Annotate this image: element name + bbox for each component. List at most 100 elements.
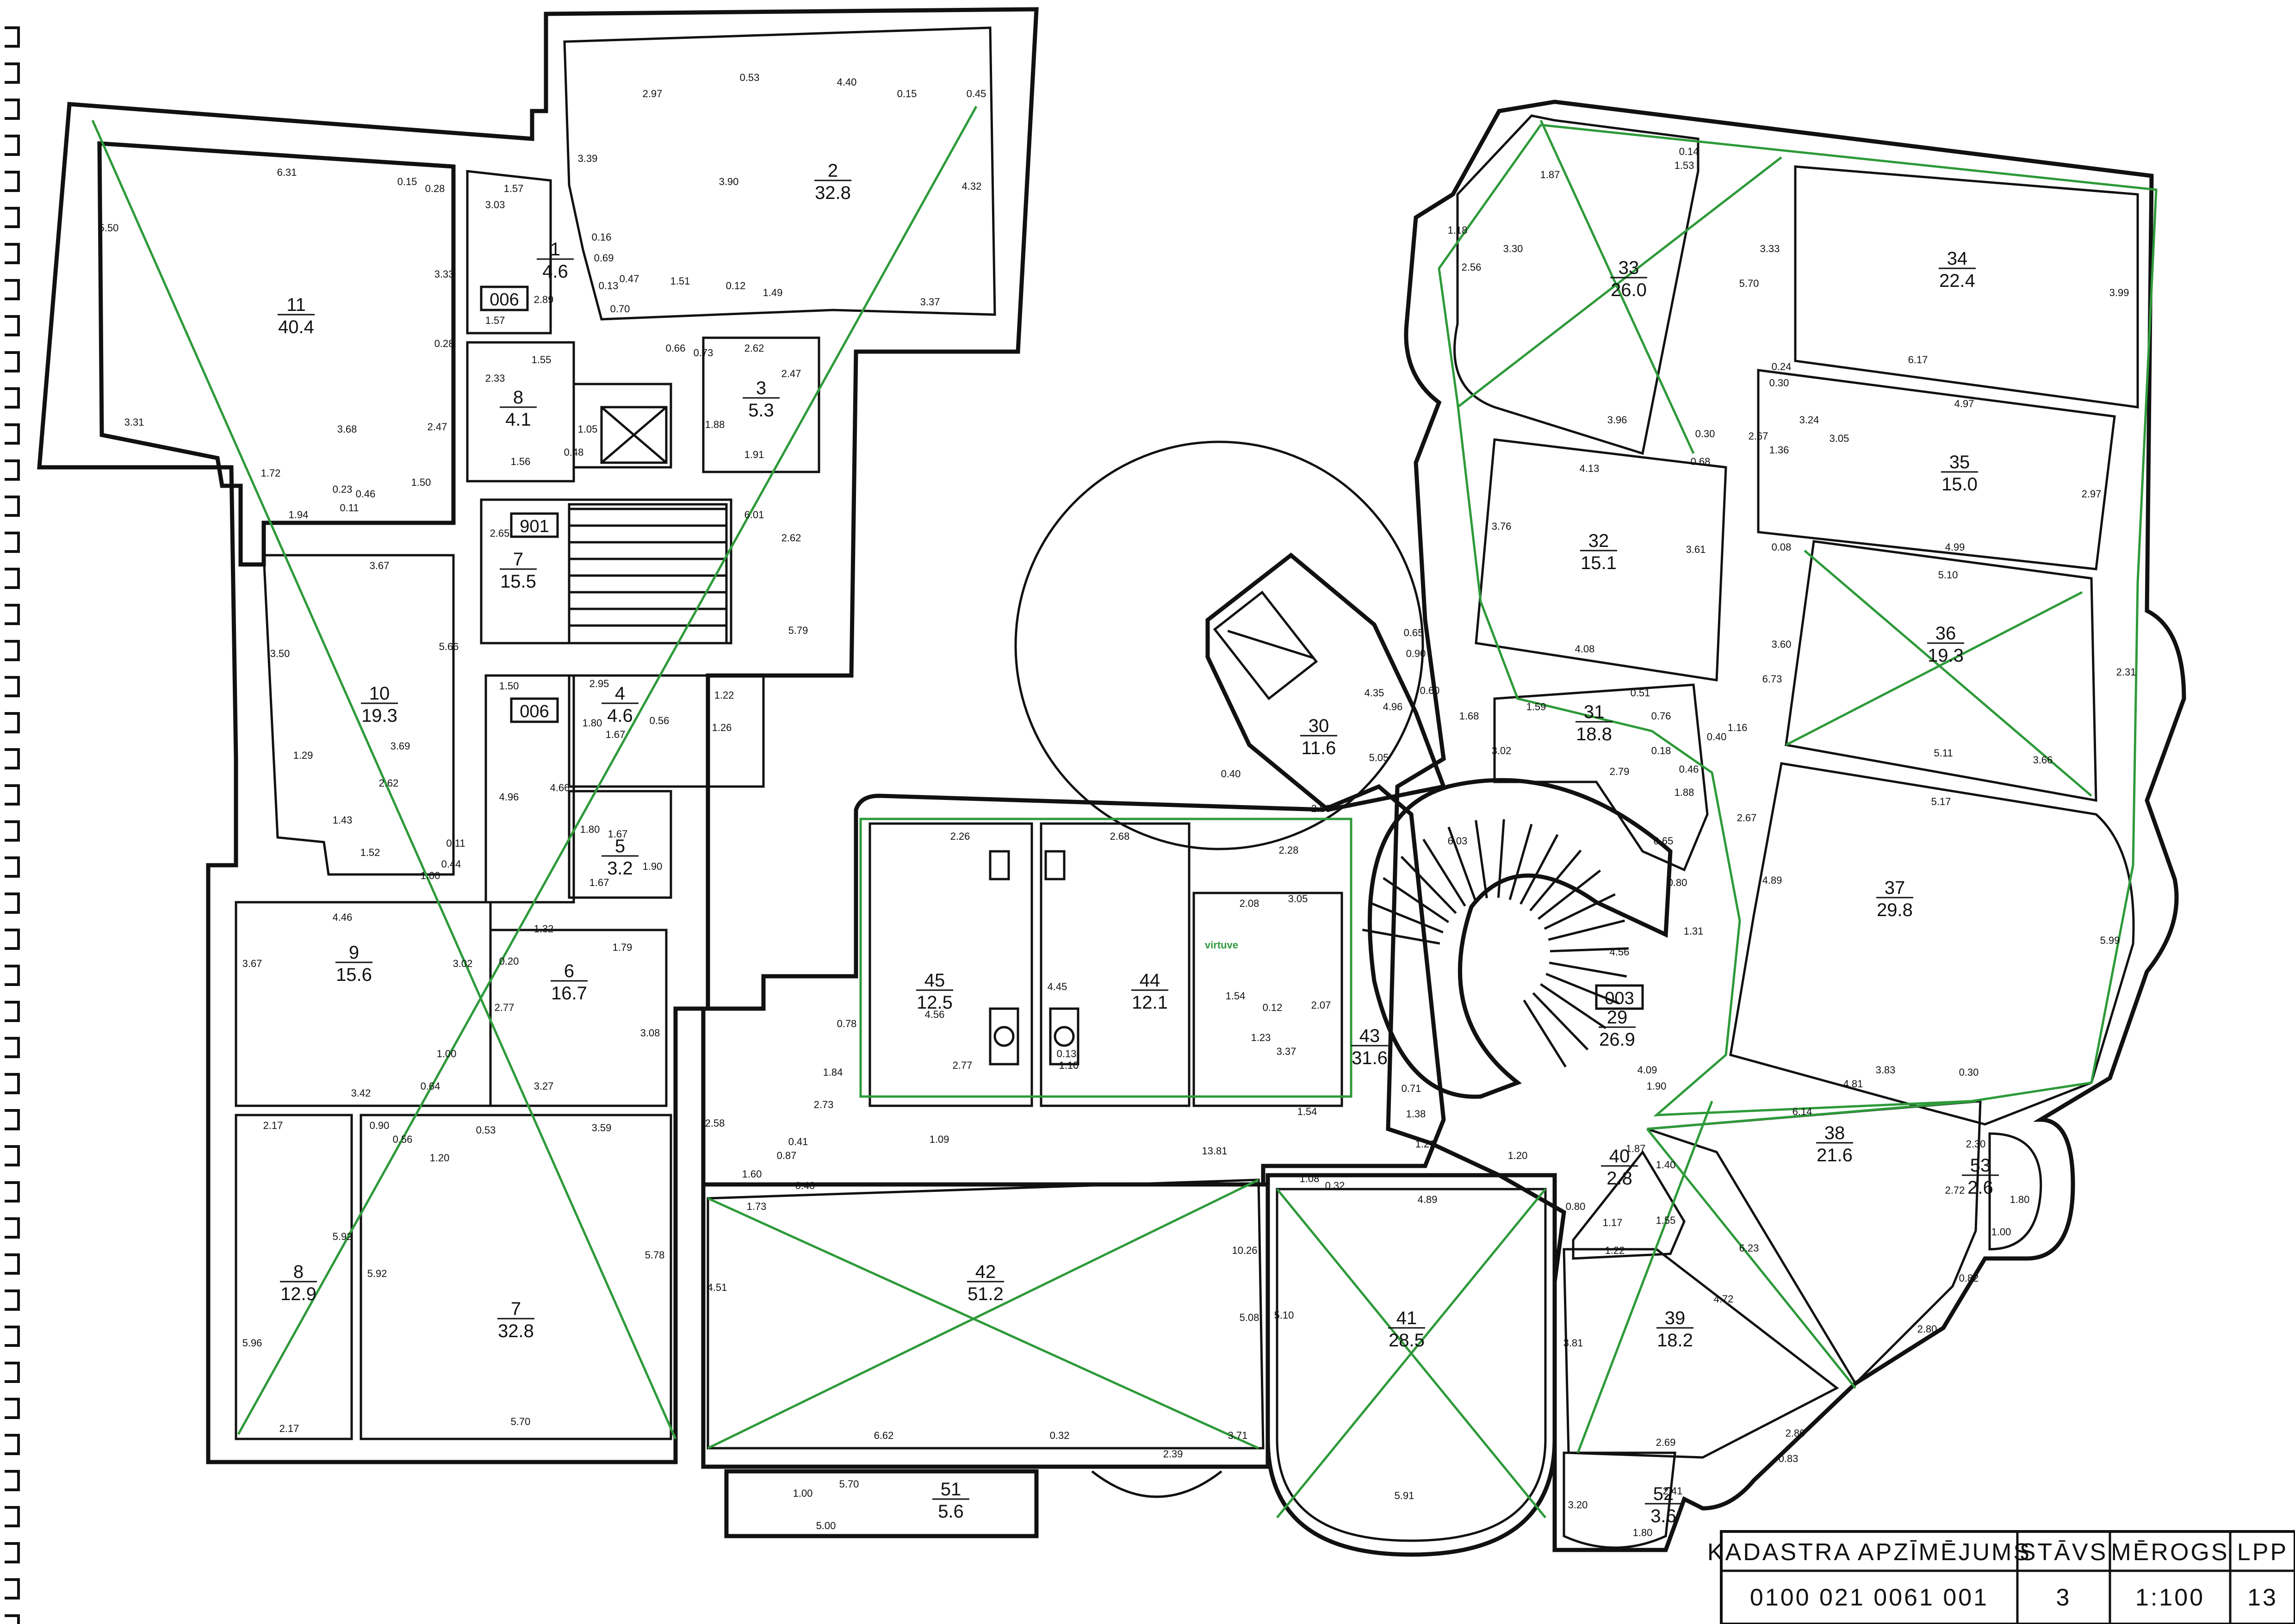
room-area: 5.3 (748, 400, 774, 421)
dimension-label: 0.14 (1679, 146, 1699, 157)
dimension-label: 3.69 (391, 740, 410, 752)
dimension-label: 0.40 (1707, 731, 1727, 743)
dimension-label: 1.87 (1540, 169, 1560, 180)
spiral-tread (1520, 834, 1559, 905)
room-number: 41 (1396, 1308, 1417, 1328)
dimension-label: 5.92 (333, 1231, 353, 1242)
room-number: 8 (513, 387, 523, 408)
binding-loop (5, 640, 20, 661)
dimension-label: 5.70 (1739, 278, 1759, 289)
dimension-label: 0.64 (421, 1080, 440, 1092)
dimension-label: 0.46 (356, 488, 376, 500)
tb-scale: 1:100 (2135, 1584, 2205, 1611)
dimension-label: 1.57 (485, 315, 505, 326)
east-wing-walls (1386, 99, 2186, 1552)
room-area: 5.6 (938, 1501, 964, 1522)
dimension-label: 3.59 (592, 1122, 612, 1134)
dimension-label: 0.70 (610, 303, 630, 315)
dimension-label: 1.22 (714, 689, 734, 701)
dimension-label: 0.80 (1566, 1201, 1586, 1212)
dimension-label: 4.89 (1762, 874, 1782, 886)
room-area: 26.9 (1599, 1029, 1635, 1050)
spiral-tread (1550, 947, 1629, 953)
dimension-label: 3.67 (242, 958, 262, 969)
dimension-label: 4.35 (1365, 687, 1384, 699)
room-number: 51 (941, 1479, 961, 1500)
binding-loop (5, 1326, 20, 1347)
room-area: 2.8 (1606, 1168, 1632, 1189)
dimension-label: 0.16 (592, 231, 612, 243)
dimension-label: 2.47 (782, 368, 801, 379)
binding-loop (5, 568, 20, 589)
dimension-label: 2.17 (263, 1120, 283, 1131)
dimension-label: 1.72 (261, 467, 281, 479)
room-area: 12.9 (280, 1284, 316, 1304)
dimension-label: 5.96 (242, 1337, 262, 1349)
dimension-label: 6.17 (1908, 354, 1928, 366)
dimension-label: 6.31 (277, 167, 297, 178)
dimension-label: 0.56 (393, 1134, 413, 1145)
dimension-label: 0.13 (1057, 1048, 1077, 1060)
kitchen-label: virtuve (1205, 939, 1238, 951)
room-number: 29 (1607, 1007, 1628, 1028)
spiral-tread (1532, 992, 1589, 1051)
binding-loop (5, 1037, 20, 1058)
binding-loop (5, 820, 20, 842)
room-number: 9 (349, 942, 359, 963)
dimension-label: 1.21 (1415, 1138, 1435, 1150)
dimension-label: 4.08 (1575, 643, 1595, 655)
dimension-label: 4.81 (1843, 1078, 1863, 1090)
dimension-label: 1.67 (608, 828, 628, 840)
dimension-label: 2.58 (705, 1117, 725, 1129)
dimension-label: 2.67 (1749, 430, 1768, 442)
dimension-label: 0.60 (1420, 685, 1440, 696)
dimension-label: 3.68 (337, 423, 357, 435)
dimension-label: 0.11 (340, 502, 359, 514)
spiral-tread (1497, 819, 1505, 898)
dimension-label: 1.88 (705, 419, 725, 430)
room-number: 6 (564, 961, 574, 981)
binding-loop (5, 459, 20, 481)
dimension-label: 0.65 (1654, 835, 1674, 847)
binding-loop (5, 26, 20, 48)
dimension-label: 3.33 (1760, 243, 1780, 254)
room-area: 21.6 (1817, 1145, 1853, 1165)
dimension-label: 1.50 (411, 477, 431, 488)
room-area: 26.0 (1611, 280, 1647, 300)
dimension-label: 0.45 (967, 88, 986, 99)
binding-strip (0, 0, 28, 1624)
dimension-label: 0.71 (1402, 1083, 1421, 1094)
dimension-label: 2.77 (495, 1002, 515, 1013)
dimension-label: 0.76 (1651, 710, 1671, 722)
spiral-tread (1422, 838, 1466, 907)
dimension-label: 0.32 (1050, 1430, 1070, 1441)
dimension-label: 1.90 (643, 861, 663, 872)
room-label-r52: 523.6 (1645, 1484, 1682, 1526)
room-label-r1: 14.6 (537, 239, 574, 282)
room-number: 52 (1653, 1484, 1674, 1504)
dimension-label: 0.20 (499, 955, 519, 967)
room-label-r7a: 715.5 (500, 549, 537, 592)
dimension-label: 4.97 (1954, 398, 1974, 409)
room-area: 18.2 (1657, 1330, 1693, 1351)
room-area: 15.6 (336, 965, 372, 985)
dimension-label: 3.42 (351, 1087, 371, 1099)
binding-loop (5, 387, 20, 409)
dimension-label: 0.73 (694, 347, 713, 359)
room-number: 1 (550, 239, 560, 260)
binding-loop (5, 965, 20, 986)
room-area: 2.6 (1967, 1178, 1993, 1198)
room-number: 40 (1609, 1146, 1630, 1166)
spiral-tread (1475, 820, 1488, 899)
room-area: 32.8 (815, 183, 851, 203)
spiral-tread (1400, 855, 1457, 914)
dimension-label: 2.62 (379, 777, 399, 789)
room-number: 32 (1588, 531, 1609, 551)
room-number: 43 (1359, 1026, 1380, 1046)
